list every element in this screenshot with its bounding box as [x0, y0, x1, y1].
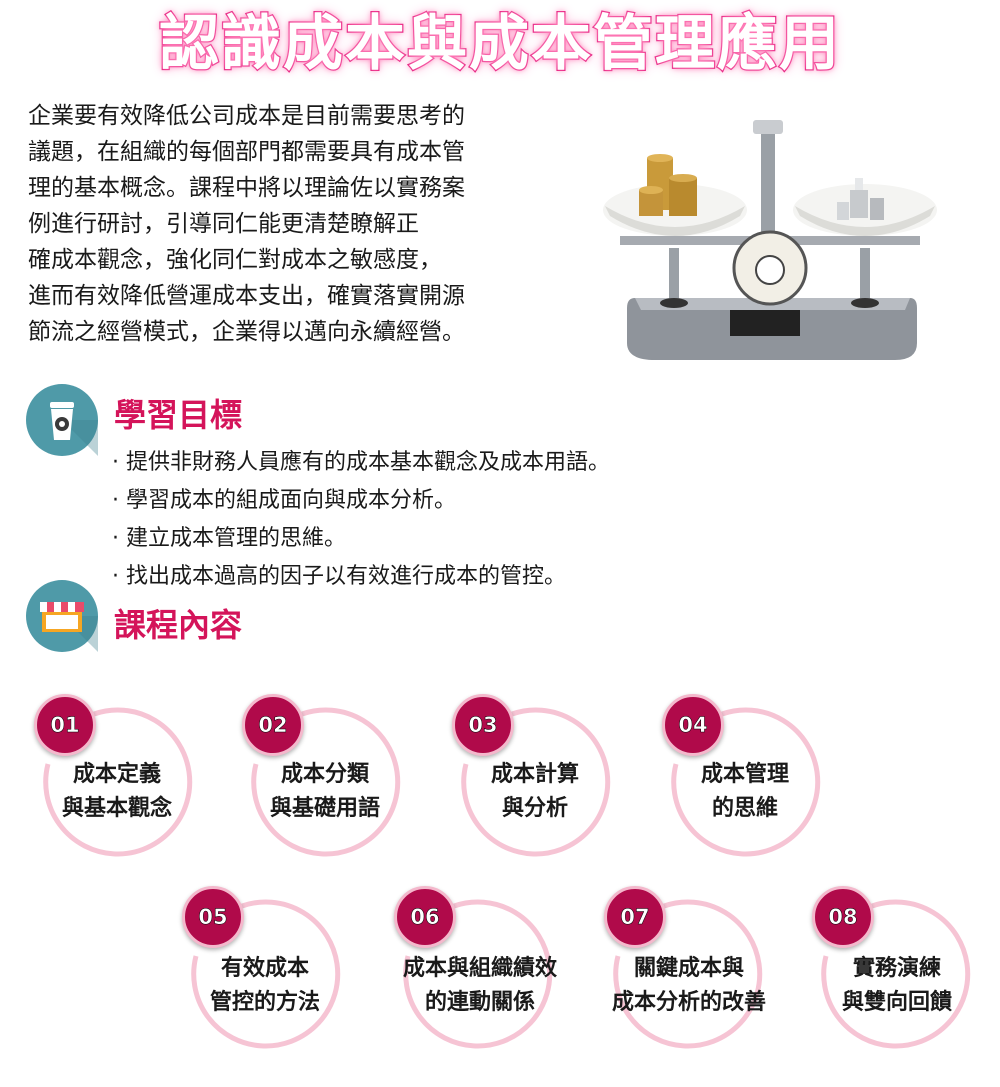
course-heading: 課程內容	[114, 606, 243, 644]
module-number: 02	[242, 694, 304, 756]
module-card-06: 06 成本與組織績效 的連動關係	[394, 886, 557, 1056]
module-card-05: 05 有效成本 管控的方法	[182, 886, 342, 1056]
module-label: 成本計算 與分析	[490, 762, 579, 821]
module-card-08: 08 實務演練 與雙向回饋	[812, 886, 972, 1056]
goals-list: · 提供非財務人員應有的成本基本觀念及成本用語。 · 學習成本的組成面向與成本分…	[112, 444, 610, 596]
list-item: · 提供非財務人員應有的成本基本觀念及成本用語。	[112, 450, 610, 475]
module-number: 08	[812, 886, 874, 948]
page-title: 認識成本與成本管理應用	[158, 8, 841, 81]
module-card-03: 03 成本計算 與分析	[452, 694, 612, 864]
intro-paragraph: 企業要有效降低公司成本是目前需要思考的 議題，在組織的每個部門都需要具有成本管 …	[28, 103, 465, 345]
module-card-04: 04 成本管理 的思維	[662, 694, 822, 864]
module-label: 成本管理 的思維	[700, 762, 789, 821]
module-card-01: 01 成本定義 與基本觀念	[34, 694, 194, 864]
module-number: 04	[662, 694, 724, 756]
list-item: · 建立成本管理的思維。	[112, 526, 346, 551]
module-number: 03	[452, 694, 514, 756]
storefront-icon	[26, 580, 98, 652]
module-number: 06	[394, 886, 456, 948]
module-number: 05	[182, 886, 244, 948]
module-number: 01	[34, 694, 96, 756]
coffee-cup-icon	[26, 384, 98, 456]
module-card-02: 02 成本分類 與基礎用語	[242, 694, 402, 864]
module-label: 關鍵成本與 成本分析的改善	[611, 956, 766, 1015]
balance-scale-image	[565, 98, 979, 378]
module-card-07: 07 關鍵成本與 成本分析的改善	[604, 886, 766, 1056]
list-item: · 學習成本的組成面向與成本分析。	[112, 488, 456, 513]
list-item: · 找出成本過高的因子以有效進行成本的管控。	[112, 564, 566, 589]
module-label: 有效成本 管控的方法	[209, 956, 320, 1015]
module-label: 成本與組織績效 的連動關係	[402, 956, 557, 1015]
module-label: 成本定義 與基本觀念	[61, 762, 172, 821]
goals-heading: 學習目標	[114, 396, 243, 434]
module-label: 實務演練 與雙向回饋	[841, 956, 952, 1015]
module-number: 07	[604, 886, 666, 948]
module-label: 成本分類 與基礎用語	[269, 762, 380, 821]
